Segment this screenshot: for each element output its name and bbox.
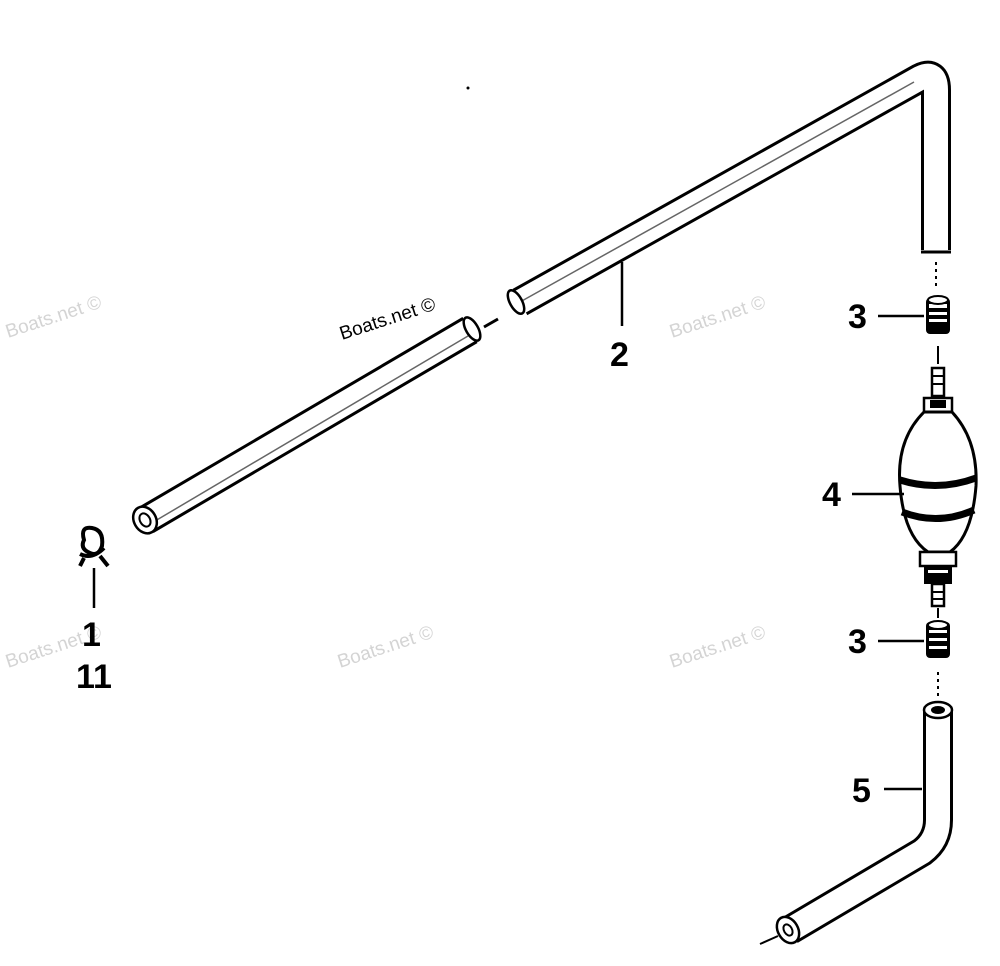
callout-3-upper: 3 xyxy=(848,298,867,336)
watermark: Boats.net © xyxy=(667,292,768,343)
watermark-center: Boats.net © xyxy=(337,294,438,345)
watermark: Boats.net © xyxy=(3,292,104,343)
callout-5: 5 xyxy=(852,772,871,810)
clamp-icon-upper xyxy=(926,295,950,334)
callout-11: 11 xyxy=(76,658,112,696)
hose-clip-icon xyxy=(78,525,110,568)
callout-4: 4 xyxy=(822,476,841,514)
clamp-icon-lower xyxy=(926,620,950,658)
watermarks: Boats.net © Boats.net © Boats.net © Boat… xyxy=(3,292,768,673)
fuel-line-short xyxy=(759,700,954,945)
fuel-line-long xyxy=(131,60,951,535)
watermark: Boats.net © xyxy=(667,622,768,673)
callout-1: 1 xyxy=(82,616,101,654)
primer-bulb-icon xyxy=(898,366,978,608)
watermark: Boats.net © xyxy=(335,622,436,673)
callout-2: 2 xyxy=(610,336,629,374)
callout-3-lower: 3 xyxy=(848,623,867,661)
